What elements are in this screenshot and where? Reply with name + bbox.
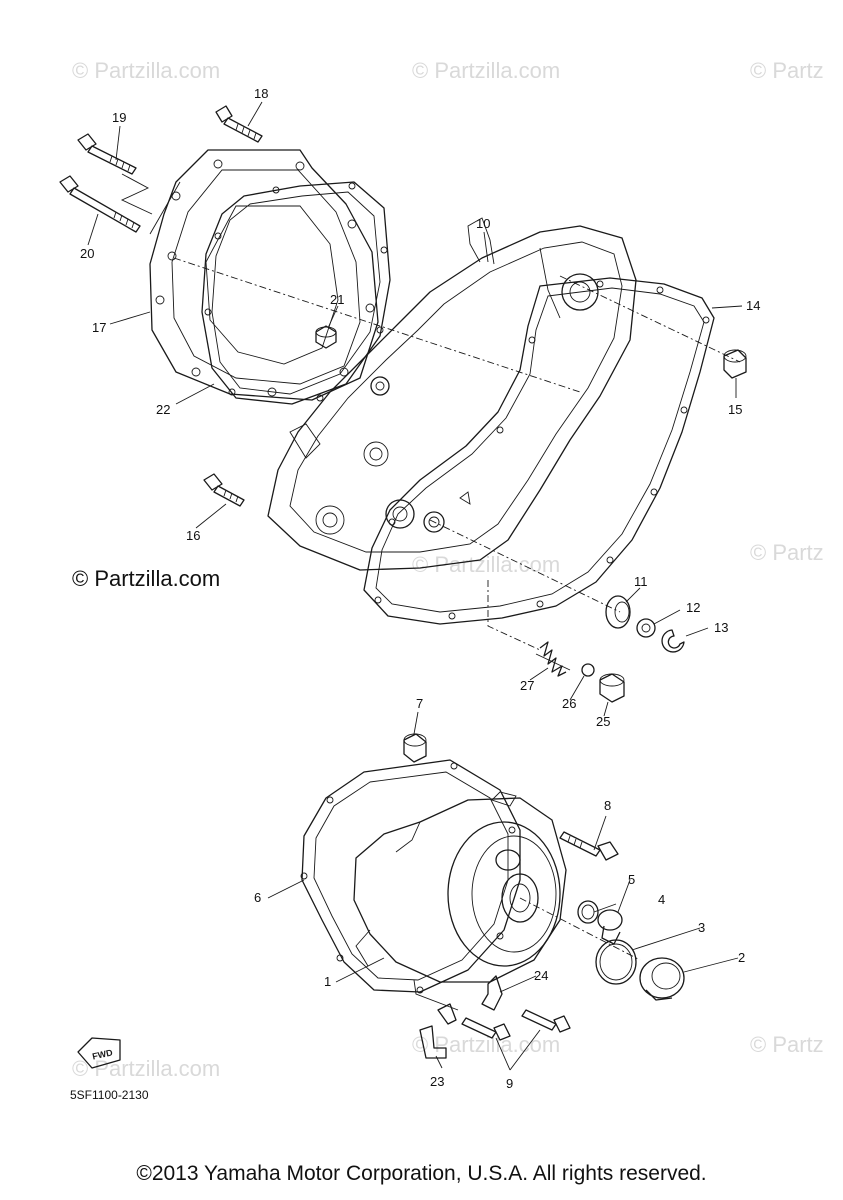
bolt-8 xyxy=(559,831,619,861)
callout-10: 10 xyxy=(476,216,490,231)
callout-18: 18 xyxy=(254,86,268,101)
bolt-16 xyxy=(203,473,245,507)
callout-3: 3 xyxy=(698,920,705,935)
callout-labels: 1 2 3 4 5 6 7 8 9 10 11 12 13 14 15 16 1… xyxy=(80,86,760,1091)
generator-cover xyxy=(353,791,567,983)
clamp-23 xyxy=(419,1003,457,1059)
clutch-cover xyxy=(149,149,379,401)
watermark-text: © Partz xyxy=(750,58,824,83)
copyright-notice: ©2013 Yamaha Motor Corporation, U.S.A. A… xyxy=(136,1162,707,1185)
centre-lines-lower xyxy=(413,897,641,1011)
centre-lines-upper xyxy=(120,173,741,651)
callout-20: 20 xyxy=(80,246,94,261)
callout-21: 21 xyxy=(330,292,344,307)
watermark-text: © Partzilla.com xyxy=(412,58,560,83)
o-ring-3 xyxy=(595,939,637,985)
leader-lines xyxy=(87,101,743,1071)
callout-7: 7 xyxy=(416,696,423,711)
callout-11: 11 xyxy=(634,574,648,589)
callout-19: 19 xyxy=(112,110,126,125)
fwd-label: FWD xyxy=(91,1047,114,1061)
callout-16: 16 xyxy=(186,528,200,543)
bolt-20 xyxy=(59,175,141,233)
callout-27: 27 xyxy=(520,678,534,693)
callout-22: 22 xyxy=(156,402,170,417)
bolt-19 xyxy=(77,133,137,175)
callout-17: 17 xyxy=(92,320,106,335)
bolt-18 xyxy=(215,105,263,143)
callout-9: 9 xyxy=(506,1076,513,1091)
callout-14: 14 xyxy=(746,298,760,313)
plug-4 xyxy=(597,909,623,945)
watermark-text: © Partz xyxy=(750,1032,824,1057)
spring-27 xyxy=(535,641,571,677)
ball-26 xyxy=(581,663,595,677)
callout-13: 13 xyxy=(714,620,728,635)
diagram-reference-code: 5SF1100-2130 xyxy=(70,1088,149,1102)
callout-24: 24 xyxy=(534,968,548,983)
crankcase-gasket xyxy=(363,277,715,625)
callout-5: 5 xyxy=(628,872,635,887)
clamp-24 xyxy=(481,975,503,1011)
watermark-text: © Partzilla.com xyxy=(72,1056,220,1081)
bolt-9b xyxy=(521,1009,571,1033)
callout-1: 1 xyxy=(324,974,331,989)
callout-26: 26 xyxy=(562,696,576,711)
callout-15: 15 xyxy=(728,402,742,417)
fwd-arrow-icon: FWD xyxy=(77,1037,121,1069)
circlip-13 xyxy=(661,629,685,653)
cap-2 xyxy=(639,957,685,1001)
dowel-pin-7 xyxy=(403,733,427,763)
callout-8: 8 xyxy=(604,798,611,813)
partzilla-watermark: © Partzilla.com xyxy=(72,566,221,591)
callout-2: 2 xyxy=(738,950,745,965)
washer-12 xyxy=(636,618,656,638)
callout-25: 25 xyxy=(596,714,610,729)
collar-15 xyxy=(723,349,747,379)
clutch-cover-gasket xyxy=(201,181,391,405)
callout-12: 12 xyxy=(686,600,700,615)
bolt-9a xyxy=(461,1017,511,1041)
callout-6: 6 xyxy=(254,890,261,905)
callout-23: 23 xyxy=(430,1074,444,1089)
generator-cover-gasket xyxy=(300,759,521,994)
dowel-pin-21 xyxy=(315,325,337,349)
watermark-text: © Partzilla.com xyxy=(72,58,220,83)
callout-4: 4 xyxy=(658,892,665,907)
watermark-text: © Partz xyxy=(750,540,824,565)
oil-seal-11 xyxy=(605,595,631,629)
crankcase-cover xyxy=(267,217,637,571)
plug-25 xyxy=(599,673,625,703)
